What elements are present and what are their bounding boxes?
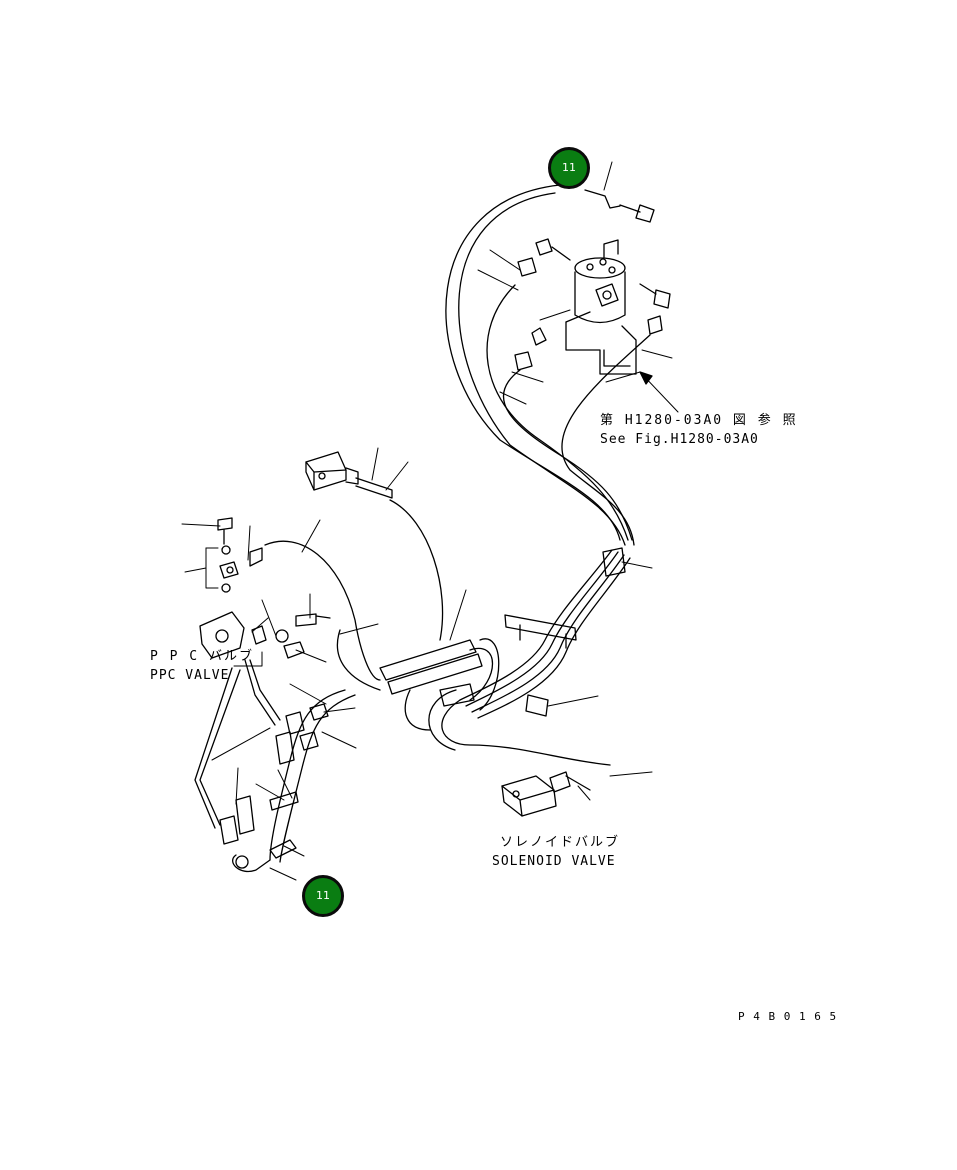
solenoid-valve-label-ja: ソレノイドバルブ: [500, 835, 621, 850]
callout-badge-11-top[interactable]: 11: [548, 147, 590, 189]
solenoid-valve-label-en: SOLENOID VALVE: [492, 854, 616, 869]
ppc-valve-label-en: PPC VALVE: [150, 668, 230, 683]
see-fig-label-en: See Fig.H1280-03A0: [600, 432, 759, 447]
leader-lines: [181, 161, 673, 881]
swivel-joint-assembly: [565, 239, 637, 375]
reference-arrow: [639, 371, 679, 413]
ppc-label-leader: [233, 651, 263, 667]
hose-clamps: [379, 547, 626, 717]
hose-lines: [194, 184, 651, 863]
ppc-valve-assembly: [199, 517, 331, 873]
drawing-number: P 4 B 0 1 6 5: [738, 1010, 838, 1023]
ppc-valve-label-ja: P P C バルブ: [150, 649, 254, 664]
see-fig-label-ja: 第 H1280-03A0 図 参 照: [600, 413, 798, 428]
callout-badge-11-bottom[interactable]: 11: [302, 875, 344, 917]
block-valve-top: [305, 451, 393, 499]
swivel-fittings: [514, 189, 671, 371]
solenoid-valve-assembly: [501, 771, 591, 817]
